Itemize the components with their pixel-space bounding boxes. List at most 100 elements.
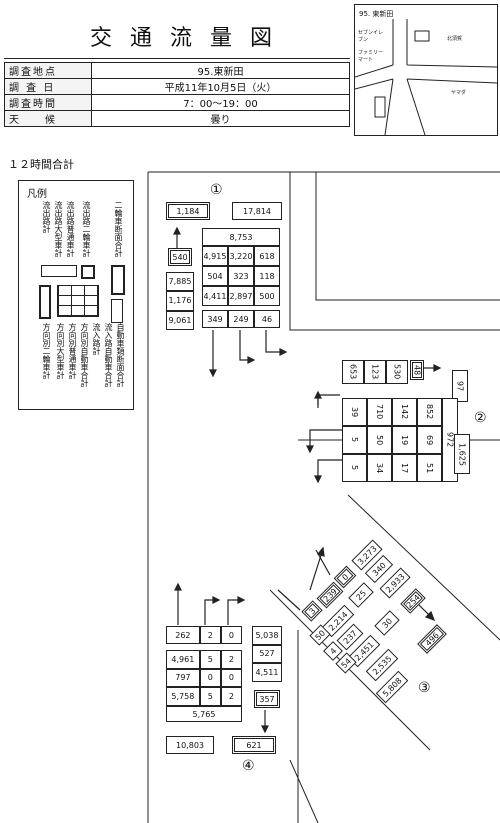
legend-label: 方向別大型車計 bbox=[56, 323, 65, 379]
column-totals: 5,038 527 4,511 bbox=[252, 626, 282, 682]
legend-box bbox=[39, 285, 51, 319]
direction-row: 349 249 46 bbox=[202, 310, 280, 328]
grid-cell: 2,897 bbox=[228, 286, 254, 306]
grid-cell: 118 bbox=[254, 266, 280, 286]
legend-box bbox=[81, 265, 95, 279]
two-wheel-total: 357 bbox=[254, 690, 280, 708]
inflow-total: 5,765 bbox=[166, 706, 242, 722]
count-cell: 3 bbox=[301, 600, 323, 622]
grid-cell: 5 bbox=[199, 650, 221, 669]
minimap-note: ヤマダ bbox=[451, 90, 467, 96]
grid-cell: 39 bbox=[342, 398, 367, 426]
legend-box bbox=[41, 265, 77, 277]
dir-cell: 653 bbox=[342, 360, 364, 384]
minimap-label: 95. 東新田 bbox=[359, 10, 394, 18]
page-title: 交通流量図 bbox=[90, 26, 291, 51]
grid-cell: 4,411 bbox=[202, 286, 228, 306]
grid-cell: 3,220 bbox=[228, 246, 254, 266]
inflow-total: 8,753 bbox=[202, 228, 280, 246]
legend-label: 流出路普通車計 bbox=[66, 201, 75, 257]
outflow-total: 1,184 bbox=[166, 202, 210, 220]
minimap-note: セブンイレブン bbox=[358, 30, 384, 43]
dir-cell: 0 bbox=[220, 626, 242, 644]
approach-label: ③ bbox=[418, 680, 431, 696]
header-rule bbox=[4, 58, 350, 59]
section-total: 17,814 bbox=[232, 202, 282, 220]
minimap-note: ファミリーマート bbox=[358, 50, 384, 63]
col-cell: 5,038 bbox=[252, 626, 282, 645]
legend-label: 方向別二輪車計 bbox=[42, 323, 51, 379]
col-cell: 1,176 bbox=[166, 291, 194, 311]
count-cell: 239 bbox=[316, 581, 344, 609]
col-cell: 527 bbox=[252, 644, 282, 664]
grid-cell: 142 bbox=[392, 398, 417, 426]
count-cell: 254 bbox=[400, 588, 426, 614]
legend-label: 流出路大型車計 bbox=[54, 201, 63, 257]
legend-label: 二輪車断面合計 bbox=[114, 201, 123, 257]
dir-cell: 123 bbox=[364, 360, 386, 384]
grid-cell: 19 bbox=[392, 426, 417, 454]
grid-cell: 4,961 bbox=[166, 650, 200, 669]
dir-cell: 46 bbox=[254, 310, 280, 328]
grid-cell: 34 bbox=[367, 454, 392, 482]
count-cell: 30 bbox=[374, 610, 400, 636]
grid-cell: 0 bbox=[220, 668, 242, 688]
grid-cell: 852 bbox=[417, 398, 442, 426]
approach-label: ④ bbox=[242, 758, 255, 774]
outflow-total: 621 bbox=[232, 736, 276, 754]
legend-grid bbox=[57, 285, 99, 317]
grid-cell: 4,915 bbox=[202, 246, 228, 266]
grid-cell: 51 bbox=[417, 454, 442, 482]
legend-box bbox=[111, 265, 125, 295]
grid-cell: 618 bbox=[254, 246, 280, 266]
col-cell: 9,061 bbox=[166, 310, 194, 330]
section-total: 10,803 bbox=[166, 736, 214, 754]
grid-cell: 69 bbox=[417, 426, 442, 454]
count-cell: 496 bbox=[417, 624, 447, 654]
legend-box bbox=[111, 299, 123, 323]
legend-label: 方向別自動車合計 bbox=[80, 323, 89, 387]
column-totals: 7,885 1,176 9,061 bbox=[166, 272, 194, 330]
grid-cell: 17 bbox=[392, 454, 417, 482]
two-wheel-total: 540 bbox=[168, 248, 192, 266]
grid-cell: 2 bbox=[220, 650, 242, 669]
volume-grid: 4,961 5 2 797 0 0 5,758 5 2 bbox=[166, 650, 242, 706]
section-total: 1,625 bbox=[454, 434, 470, 474]
info-row: 天 候曇り bbox=[4, 110, 350, 127]
count-cell: 25 bbox=[348, 582, 374, 608]
grid-cell: 5 bbox=[342, 454, 367, 482]
grid-cell: 710 bbox=[367, 398, 392, 426]
legend-label: 流出路計 bbox=[42, 201, 51, 233]
grid-cell: 323 bbox=[228, 266, 254, 286]
dir-cell: 349 bbox=[202, 310, 228, 328]
legend-label: 自動車類断面合計 bbox=[116, 323, 125, 387]
two-wheel-total: 48 bbox=[410, 360, 424, 380]
legend-title: 凡例 bbox=[27, 189, 47, 200]
legend-label: 流出路二輪車計 bbox=[82, 201, 91, 257]
legend-label: 方向別普通車計 bbox=[68, 323, 77, 379]
approach3-cluster: 3,273 340 2,933 254 496 25 2,214 237 2,4… bbox=[300, 539, 450, 704]
minimap-roads bbox=[355, 19, 497, 135]
grid-cell: 5,758 bbox=[166, 687, 200, 706]
col-cell: 4,511 bbox=[252, 663, 282, 682]
outflow-total: 97 bbox=[452, 370, 468, 402]
dir-cell: 262 bbox=[166, 626, 200, 644]
grid-cell: 797 bbox=[166, 668, 200, 688]
minimap-note: 北須賀 bbox=[447, 36, 463, 42]
dir-cell: 530 bbox=[386, 360, 408, 384]
legend-label: 流入路計 bbox=[92, 323, 101, 355]
subtitle: １２時間合計 bbox=[8, 158, 74, 171]
grid-cell: 500 bbox=[254, 286, 280, 306]
approach-label: ② bbox=[474, 410, 487, 426]
grid-cell: 504 bbox=[202, 266, 228, 286]
legend-panel: 凡例 流出路計 流出路大型車計 流出路普通車計 流出路二輪車計 二輪車断面合計 … bbox=[18, 180, 134, 410]
grid-cell: 0 bbox=[199, 668, 221, 688]
grid-cell: 50 bbox=[367, 426, 392, 454]
grid-cell: 2 bbox=[220, 687, 242, 706]
col-cell: 7,885 bbox=[166, 272, 194, 292]
legend-label: 流入路自動車合計 bbox=[104, 323, 113, 387]
